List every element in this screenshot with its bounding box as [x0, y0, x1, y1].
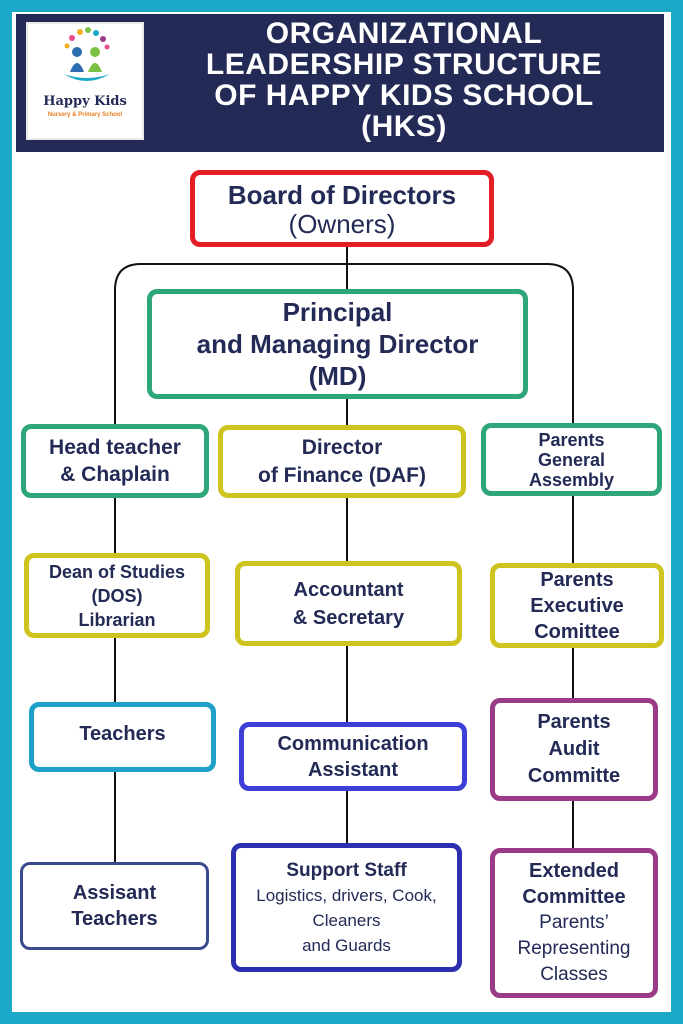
node-accountant-secretary: Accountant & Secretary — [235, 561, 462, 646]
principal-line-1: Principal — [282, 297, 393, 327]
parents-exec-line-3: Comittee — [534, 620, 620, 643]
extended-line-4: Representing — [517, 938, 631, 959]
parents-general-line-2: General — [537, 449, 606, 470]
parents-general-line-1: Parents — [538, 429, 605, 450]
extended-line-3: Parents’ — [539, 912, 609, 933]
node-teachers: Teachers — [29, 702, 216, 772]
board-title: Board of Directors — [227, 179, 457, 210]
node-support-staff: Support Staff Logistics, drivers, Cook, … — [231, 843, 462, 972]
school-logo: Happy Kids Nursery & Primary School — [26, 22, 144, 140]
accountant-line-1: Accountant — [293, 578, 404, 601]
extended-line-5: Classes — [540, 964, 608, 985]
node-extended-committee: Extended Committee Parents’ Representing… — [490, 848, 658, 998]
dean-line-1: Dean of Studies — [48, 561, 186, 582]
node-parents-executive-committee: Parents Executive Comittee — [490, 563, 664, 648]
dean-line-3: Librarian — [78, 609, 156, 630]
support-staff-line-3: Cleaners — [312, 910, 381, 930]
happy-kids-logo-icon — [64, 27, 110, 81]
accountant-line-2: & Secretary — [292, 606, 405, 629]
board-subtitle: (Owners) — [288, 208, 396, 239]
head-teacher-line-2: & Chaplain — [60, 463, 170, 486]
page-title: ORGANIZATIONAL LEADERSHIP STRUCTURE OF H… — [150, 18, 658, 142]
node-head-teacher: Head teacher & Chaplain — [21, 424, 209, 498]
head-teacher-line-1: Head teacher — [49, 436, 181, 459]
title-line-4: (HKS) — [361, 110, 447, 143]
parents-audit-line-3: Committe — [527, 765, 621, 787]
support-staff-line-2: Logistics, drivers, Cook, — [256, 885, 437, 905]
node-parents-general-assembly: Parents General Assembly — [481, 423, 662, 496]
logo-subtitle-text: Nursery & Primary School — [47, 112, 123, 118]
parents-audit-line-1: Parents — [537, 711, 611, 733]
dean-line-2: (DOS) — [91, 585, 143, 606]
extended-line-2: Committee — [522, 886, 626, 908]
teachers-label: Teachers — [79, 723, 166, 745]
parents-general-line-3: Assembly — [528, 469, 615, 490]
parents-exec-line-1: Parents — [540, 568, 614, 591]
extended-line-1: Extended — [528, 860, 620, 882]
support-staff-title: Support Staff — [286, 859, 407, 881]
principal-line-2: and Managing Director — [196, 329, 479, 359]
principal-line-3: (MD) — [308, 361, 367, 391]
support-staff-line-4: and Guards — [302, 935, 391, 955]
finance-line-1: Director — [301, 435, 383, 459]
node-board-of-directors: Board of Directors (Owners) — [190, 170, 494, 247]
communication-line-1: Communication — [277, 732, 429, 755]
title-line-2: LEADERSHIP STRUCTURE — [205, 48, 603, 81]
node-director-of-finance: Director of Finance (DAF) — [218, 425, 466, 498]
parents-audit-line-2: Audit — [548, 738, 600, 760]
node-assistant-teachers: Assisant Teachers — [20, 862, 209, 950]
assistant-teachers-line-1: Assisant — [72, 882, 157, 904]
finance-line-2: of Finance (DAF) — [258, 463, 426, 487]
logo-brand-text: Happy Kids — [43, 94, 127, 109]
node-parents-audit-committee: Parents Audit Committe — [490, 698, 658, 801]
assistant-teachers-line-2: Teachers — [71, 908, 158, 930]
title-line-1: ORGANIZATIONAL — [265, 17, 543, 50]
node-dean-of-studies: Dean of Studies (DOS) Librarian — [24, 553, 210, 638]
node-principal-md: Principal and Managing Director (MD) — [147, 289, 528, 399]
communication-line-2: Assistant — [307, 758, 399, 781]
parents-exec-line-2: Executive — [530, 594, 624, 617]
title-line-3: OF HAPPY KIDS SCHOOL — [214, 79, 594, 112]
node-communication-assistant: Communication Assistant — [239, 722, 467, 791]
